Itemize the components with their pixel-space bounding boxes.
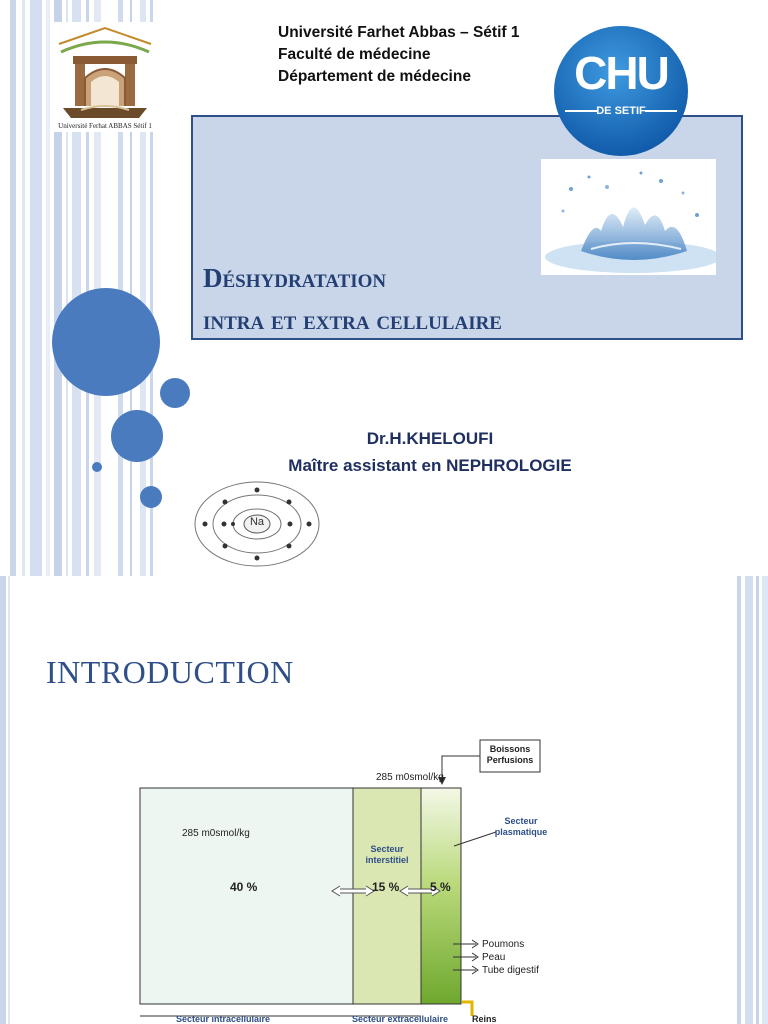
input-box: [479, 739, 541, 773]
interstitial-label-1: Secteur: [370, 844, 404, 854]
department-name: Département de médecine: [278, 68, 471, 85]
intracellular-sector: [139, 787, 354, 1005]
decor-stripe: [737, 576, 741, 1024]
decor-stripe: [66, 0, 68, 576]
label-extracellular: Secteur extracellulaire: [352, 1014, 449, 1024]
decor-stripe: [86, 0, 89, 576]
title-slide: Université Ferhat ABBAS Sétif 1 Universi…: [0, 0, 768, 576]
interstitial-label: Secteur interstitiel: [356, 844, 418, 866]
interstitial-label-2: interstitiel: [365, 855, 409, 865]
input-drinks: Boissons: [489, 744, 531, 754]
chu-logo: CHU DE SETIF: [553, 25, 689, 157]
decor-stripe: [745, 576, 753, 1024]
decor-stripe: [22, 0, 25, 576]
input-box-label: Boissons Perfusions: [482, 744, 538, 766]
output-routes: Poumons Peau Tube digestif: [482, 938, 539, 977]
decor-stripe: [118, 0, 123, 576]
body-water-compartments-diagram: Boissons Perfusions 285 m0smol/kg 285 m0…: [120, 736, 560, 1024]
decor-circle-large: [52, 288, 160, 396]
faculty-name: Faculté de médecine: [278, 46, 431, 63]
logo-caption: Université Ferhat ABBAS Sétif 1: [58, 122, 152, 130]
decor-stripe: [46, 0, 50, 576]
decor-circle: [140, 486, 162, 508]
decor-stripe: [130, 0, 132, 576]
author-role: Maître assistant en NEPHROLOGIE: [288, 456, 572, 475]
percent-interstitial: 15 %: [372, 880, 400, 894]
osmolality-intracellular: 285 m0smol/kg: [182, 828, 250, 839]
output-digestive: Tube digestif: [482, 965, 539, 976]
decor-stripe: [10, 0, 16, 576]
output-skin: Peau: [482, 952, 506, 963]
decor-stripe: [72, 0, 81, 576]
output-lungs: Poumons: [482, 939, 525, 950]
decor-circles: [52, 288, 190, 508]
author-name: Dr.H.KHELOUFI: [366, 429, 494, 448]
label-intracellular: Secteur intracellulaire: [176, 1014, 271, 1024]
percent-intracellular: 40 %: [230, 880, 258, 894]
decor-circle: [92, 462, 102, 472]
water-splash-image: [541, 159, 721, 275]
plasma-label-1: Secteur: [504, 816, 538, 826]
decor-stripe: [8, 576, 10, 1024]
chu-logo-main: CHU: [574, 47, 670, 99]
decor-stripe: [762, 576, 768, 1024]
decor-stripe: [30, 0, 42, 576]
interstitial-sector: [352, 787, 422, 1005]
decor-stripe: [94, 0, 101, 576]
decor-circle: [111, 410, 163, 462]
plasma-label: Secteur plasmatique: [486, 816, 556, 838]
university-logo: Université Ferhat ABBAS Sétif 1: [51, 22, 159, 132]
input-perfusions: Perfusions: [486, 755, 534, 765]
plasma-label-2: plasmatique: [494, 827, 548, 837]
osmolality-top: 285 m0smol/kg: [376, 772, 444, 783]
decor-stripe: [0, 576, 6, 1024]
university-header: Université Farhet Abbas – Sétif 1 Facult…: [278, 22, 519, 88]
decor-stripe: [756, 576, 759, 1024]
decor-stripe: [150, 0, 153, 576]
title-line-1: Déshydratation: [203, 263, 387, 293]
chu-logo-sub: DE SETIF: [596, 105, 646, 117]
decor-stripe: [140, 0, 146, 576]
decor-stripe: [54, 0, 62, 576]
introduction-slide: INTRODUCTION: [0, 576, 768, 1024]
title-line-2: intra et extra cellulaire: [203, 305, 502, 335]
sodium-atom-diagram: Na: [190, 478, 324, 570]
decor-circle: [160, 378, 190, 408]
university-name: Université Farhet Abbas – Sétif 1: [278, 24, 520, 41]
percent-plasma: 5 %: [430, 880, 451, 894]
label-kidneys: Reins: [472, 1014, 497, 1024]
atom-label: Na: [249, 516, 265, 528]
slide-heading: INTRODUCTION: [46, 654, 294, 690]
plasma-sector: [420, 787, 462, 1005]
